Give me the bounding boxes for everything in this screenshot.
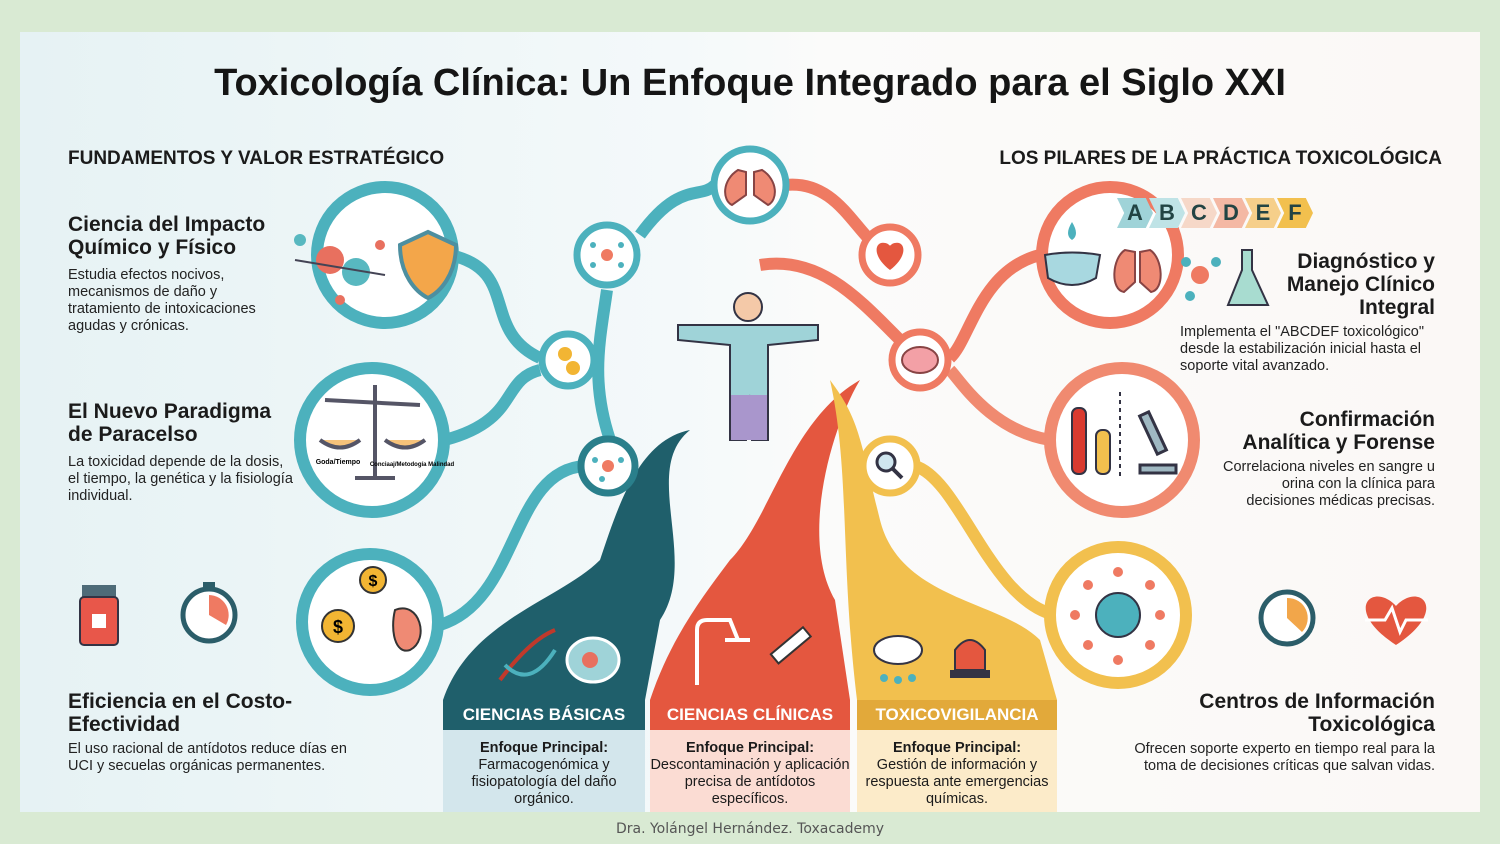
kidney-icon (392, 607, 422, 652)
left-item-text: Estudia efectos nocivos, mecanismos de d… (68, 267, 256, 334)
connector-branch (912, 460, 1057, 621)
magnifier-icon (875, 451, 904, 480)
footer-credit: Dra. Yolángel Hernández. Toxacademy (615, 821, 885, 837)
left-section-title: FUNDAMENTOS Y VALOR ESTRATÉGICO (68, 148, 445, 169)
connector-branch (784, 178, 875, 245)
column-body-toxicovigilance: Enfoque Principal:Gestión de información… (857, 730, 1057, 812)
abcdef-letter: B (1149, 198, 1185, 228)
focus-text: Descontaminación y aplicación precisa de… (650, 757, 850, 807)
right-section-title: LOS PILARES DE LA PRÁCTICA TOXICOLÓGICA (999, 148, 1442, 169)
connector-branch (437, 460, 586, 631)
connector-branch (448, 249, 543, 364)
abcdef-letter: A (1117, 198, 1153, 228)
molecule-icon (294, 234, 386, 305)
shower-icon (695, 618, 750, 685)
human-body-icon (677, 292, 819, 441)
trunk-toxicovigilance (830, 380, 1057, 700)
abcdef-letter: F (1277, 198, 1313, 228)
scale-label-dose: Goda/Tiempo (316, 459, 361, 466)
left-item-text: El uso racional de antídotos reduce días… (68, 741, 347, 774)
svg-text:$: $ (333, 617, 343, 637)
abcdef-letter: E (1245, 198, 1281, 228)
right-item-text: Ofrecen soporte experto en tiempo real p… (1134, 741, 1435, 774)
right-item-text: Correlaciona niveles en sangre u orina c… (1223, 459, 1435, 509)
focus-text: Farmacogenómica y fisiopatología del dañ… (471, 757, 617, 807)
right-item-text: Implementa el "ABCDEF toxicológico" desd… (1180, 324, 1425, 374)
focus-label: Enfoque Principal: (479, 740, 609, 756)
flask-icon (1226, 249, 1270, 306)
abcdef-letter: C (1181, 198, 1217, 228)
microscope-icon (1137, 409, 1178, 475)
dna-icon (498, 628, 557, 682)
medicine-bottle-icon (79, 585, 119, 646)
coins-small-icon (558, 347, 580, 375)
cloud-network-icon (873, 635, 923, 684)
focus-label: Enfoque Principal: (892, 740, 1022, 756)
connector-branch (592, 289, 616, 442)
focus-label: Enfoque Principal: (685, 740, 815, 756)
right-item-heading: Diagnóstico y Manejo Clínico Integral (1286, 250, 1435, 319)
lungs-icon (724, 168, 776, 207)
lungs-pink-icon (1113, 248, 1162, 294)
lungs-node (710, 145, 790, 225)
connector-branch (945, 249, 1042, 363)
focus-text: Gestión de información y respuesta ante … (865, 757, 1049, 807)
shield-icon (397, 229, 459, 301)
clock-icon (1258, 589, 1316, 647)
heart-icon (876, 242, 904, 270)
right-item-heading: Centros de Información Toxicológica (1199, 690, 1435, 736)
column-body-basic-sciences: Enfoque Principal:Farmacogenómica y fisi… (443, 730, 645, 812)
connector-branch (443, 364, 542, 446)
connector-branch (635, 180, 720, 239)
abcdef-banner: A B C D E F (1117, 198, 1313, 228)
column-header-clinical-sciences: CIENCIAS CLÍNICAS (650, 700, 850, 730)
column-header-toxicovigilance: TOXICOVIGILANCIA (857, 700, 1057, 730)
right-item-heading: Confirmación Analítica y Forense (1242, 408, 1435, 454)
svg-text:$: $ (369, 573, 378, 590)
column-body-clinical-sciences: Enfoque Principal:Descontaminación y apl… (650, 730, 850, 812)
coins-icon: $$ (321, 566, 387, 643)
cell-icon (565, 636, 621, 684)
abcdef-letter: D (1213, 198, 1249, 228)
column-header-basic-sciences: CIENCIAS BÁSICAS (443, 700, 645, 730)
stopwatch-icon (180, 582, 238, 644)
page-title: Toxicología Clínica: Un Enfoque Integrad… (214, 62, 1286, 104)
brain-icon (901, 346, 939, 374)
trunk-basic-sciences (443, 430, 690, 700)
scale-label-genetics: Conciaaj/Metodogía Malindad (370, 462, 455, 468)
scale-icon (318, 385, 427, 480)
syringe-icon (769, 625, 813, 665)
circle-cost (296, 548, 444, 696)
siren-icon (950, 639, 990, 678)
molecule-right-icon (1181, 257, 1221, 301)
circle-analysis (1044, 362, 1200, 518)
test-tubes-icon (1071, 407, 1111, 475)
molecule-small-icon (590, 242, 624, 268)
left-item-heading: Eficiencia en el Costo-Efectividad (68, 690, 293, 736)
mask-icon (1043, 222, 1102, 286)
globe-network-icon (1070, 567, 1165, 665)
connector-branch (945, 365, 1052, 446)
left-item-heading: El Nuevo Paradigma de Paracelso (68, 400, 272, 446)
left-item-text: La toxicidad depende de la dosis, el tie… (68, 454, 293, 504)
left-item-heading: Ciencia del Impacto Químico y Físico (68, 213, 266, 259)
molecule-small-icon-2 (592, 457, 624, 482)
connector-branch (759, 257, 905, 345)
